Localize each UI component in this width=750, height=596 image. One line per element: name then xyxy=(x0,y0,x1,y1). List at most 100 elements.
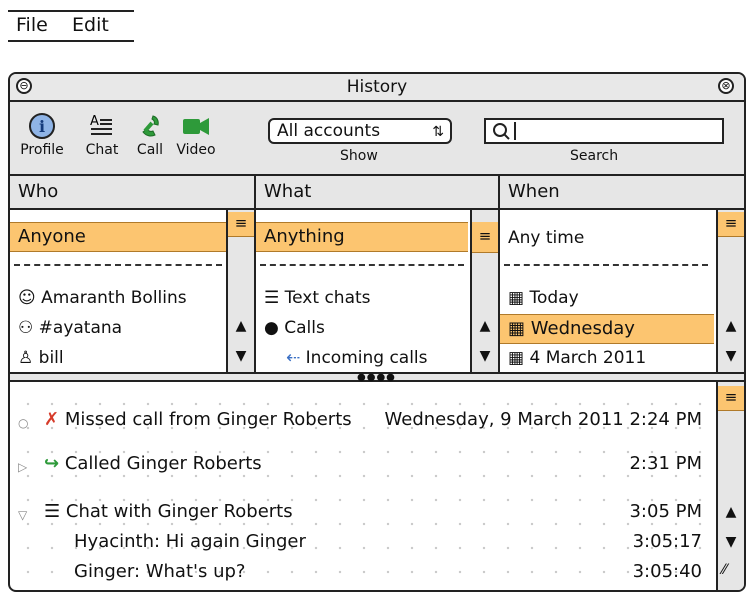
list-item[interactable]: ▦ 4 March 2011 xyxy=(500,344,646,372)
info-icon: i xyxy=(20,112,64,142)
chat-message: Hyacinth: Hi again Ginger xyxy=(74,531,306,552)
list-item[interactable]: ⇠ Incoming calls xyxy=(256,344,428,372)
when-scrollbar[interactable]: ≡ ▲ ▼ xyxy=(716,210,744,372)
who-selected-item[interactable]: Anyone xyxy=(10,222,226,252)
profile-label: Profile xyxy=(20,142,64,158)
toolbar: i Profile A Chat Call Video All accounts… xyxy=(10,102,744,176)
scroll-thumb[interactable]: ≡ xyxy=(472,222,498,253)
text-chat-icon: ☰ xyxy=(44,501,61,522)
scroll-up-icon[interactable]: ▲ xyxy=(725,318,737,334)
scroll-down-icon[interactable]: ▼ xyxy=(725,348,737,364)
chat-message-time: 3:05:17 xyxy=(632,531,702,552)
list-item-label: Calls xyxy=(284,318,325,338)
call-button[interactable]: Call xyxy=(134,112,166,158)
menu-bottom-line xyxy=(8,40,134,42)
updown-arrows-icon: ⇅ xyxy=(432,124,444,140)
column-divider xyxy=(254,176,256,372)
resize-grip-icon[interactable]: ⁄⁄ xyxy=(722,562,727,578)
list-item[interactable]: ♙ bill xyxy=(10,344,64,372)
video-label: Video xyxy=(176,142,216,158)
log-scrollbar[interactable]: ≡ ▲ ▼ ⁄⁄ xyxy=(716,382,744,590)
video-icon xyxy=(174,112,218,142)
list-item-label: bill xyxy=(38,348,64,368)
scroll-down-icon[interactable]: ▼ xyxy=(725,534,737,550)
chat-label: Chat xyxy=(85,142,119,158)
window-title: History xyxy=(346,77,408,97)
video-button[interactable]: Video xyxy=(174,112,218,158)
expand-icon[interactable]: ▷ xyxy=(18,460,28,474)
column-divider xyxy=(498,176,500,372)
separator xyxy=(260,264,464,266)
list-item[interactable]: Any time xyxy=(508,228,585,248)
when-panel: Any time ▦ Today ▦ Wednesday ▦ 4 March 2… xyxy=(500,210,744,372)
what-selected-item[interactable]: Anything xyxy=(256,222,468,252)
who-header[interactable]: Who xyxy=(10,176,254,210)
menu-bar: File Edit xyxy=(8,6,134,42)
account-select-value: All accounts xyxy=(277,121,381,141)
search-label: Search xyxy=(570,148,619,164)
scroll-up-icon[interactable]: ▲ xyxy=(725,504,737,520)
separator xyxy=(14,264,222,266)
account-select[interactable]: All accounts ⇅ xyxy=(268,118,452,144)
calendar-icon: ▦ xyxy=(508,288,525,308)
scroll-down-icon[interactable]: ▼ xyxy=(235,348,247,364)
list-item-label: 4 March 2011 xyxy=(529,348,647,368)
list-item[interactable]: ⚇ #ayatana xyxy=(10,314,122,342)
when-selected-item[interactable]: ▦ Wednesday xyxy=(500,314,714,344)
list-item[interactable]: ▦ Today xyxy=(500,284,579,312)
speech-bubble-icon: ● xyxy=(264,318,279,338)
scroll-thumb[interactable]: ≡ xyxy=(718,212,744,237)
list-item-label: #ayatana xyxy=(38,318,123,338)
separator xyxy=(504,264,708,266)
list-item-label: Wednesday xyxy=(530,318,635,339)
outgoing-call-icon: ↪ xyxy=(44,453,60,474)
search-input[interactable] xyxy=(484,118,724,144)
what-header[interactable]: What xyxy=(256,176,498,210)
chat-message: Ginger: What's up? xyxy=(74,561,246,582)
call-label: Call xyxy=(136,142,164,158)
list-item-label: Today xyxy=(529,288,579,308)
grip-icon: ●●●● xyxy=(357,372,396,383)
scroll-up-icon[interactable]: ▲ xyxy=(479,318,491,334)
log-entry-time: 2:31 PM xyxy=(629,453,702,474)
when-header[interactable]: When xyxy=(500,176,744,210)
title-bar[interactable]: ⊖ History ⊗ xyxy=(10,74,744,102)
close-icon[interactable]: ⊗ xyxy=(718,78,734,94)
scroll-up-icon[interactable]: ▲ xyxy=(235,318,247,334)
list-item[interactable]: ☺ Amaranth Bollins xyxy=(10,284,187,312)
what-scrollbar[interactable]: ≡ ▲ ▼ xyxy=(470,210,498,372)
log-entry-time: 3:05 PM xyxy=(629,501,702,522)
missed-call-icon: ✗ xyxy=(44,409,60,430)
log-entry[interactable]: ☰ Chat with Ginger Roberts xyxy=(44,498,293,526)
list-item-label: Amaranth Bollins xyxy=(41,288,187,308)
log-entry[interactable]: ✗ Missed call from Ginger Roberts xyxy=(44,406,352,434)
scroll-down-icon[interactable]: ▼ xyxy=(479,348,491,364)
scroll-thumb[interactable]: ≡ xyxy=(228,212,254,237)
show-label: Show xyxy=(340,148,378,164)
pane-splitter[interactable]: ●●●● xyxy=(10,372,744,383)
scroll-thumb[interactable]: ≡ xyxy=(718,386,744,411)
list-item[interactable]: ● Calls xyxy=(256,314,325,342)
chat-button[interactable]: A Chat xyxy=(82,112,122,158)
minimize-icon[interactable]: ⊖ xyxy=(16,78,32,94)
contact-icon: ☺ xyxy=(18,288,36,308)
log-entry[interactable]: ↪ Called Ginger Roberts xyxy=(44,450,262,478)
menu-edit[interactable]: Edit xyxy=(72,14,109,36)
search-icon xyxy=(492,122,512,146)
collapse-icon[interactable]: ▽ xyxy=(18,508,28,522)
menu-file[interactable]: File xyxy=(16,14,48,36)
log-entry-text: Called Ginger Roberts xyxy=(64,453,262,474)
contact-icon: ♙ xyxy=(18,348,34,368)
svg-text:i: i xyxy=(39,117,45,136)
history-window: ⊖ History ⊗ i Profile A Chat Call Vi xyxy=(8,72,746,592)
list-item[interactable]: ☰ Text chats xyxy=(256,284,371,312)
menu-top-line xyxy=(8,10,134,12)
expand-icon[interactable]: ○ xyxy=(18,416,29,430)
log-entry-text: Missed call from Ginger Roberts xyxy=(64,409,352,430)
incoming-call-icon: ⇠ xyxy=(286,348,301,368)
what-panel: Anything ☰ Text chats ● Calls ⇠ Incoming… xyxy=(256,210,498,372)
calendar-icon: ▦ xyxy=(508,318,526,339)
profile-button[interactable]: i Profile xyxy=(20,112,64,158)
who-scrollbar[interactable]: ≡ ▲ ▼ xyxy=(226,210,254,372)
chat-icon: A xyxy=(82,112,122,142)
